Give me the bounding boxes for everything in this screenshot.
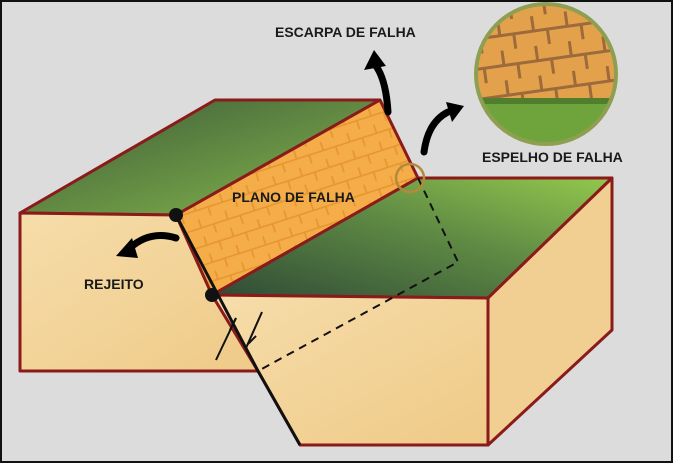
- displacement-arrows-icon: [215, 311, 263, 361]
- rejeito-arrow-icon: [116, 232, 180, 258]
- plano-label: PLANO DE FALHA: [232, 189, 355, 205]
- right-block-side: [486, 176, 614, 447]
- escarpa-label: ESCARPA DE FALHA: [275, 24, 416, 40]
- espelho-inset: [474, 2, 618, 146]
- espelho-label: ESPELHO DE FALHA: [482, 149, 623, 165]
- rejeito-bottom-point: [205, 288, 219, 302]
- escarpa-arrow-icon: [364, 50, 392, 116]
- rejeito-top-point: [169, 208, 183, 222]
- fault-trace-line: [174, 214, 302, 446]
- rejeito-label: REJEITO: [84, 276, 144, 292]
- espelho-location-circle: [394, 162, 426, 194]
- espelho-arrow-icon: [420, 102, 464, 156]
- hidden-fault-line: [257, 177, 460, 372]
